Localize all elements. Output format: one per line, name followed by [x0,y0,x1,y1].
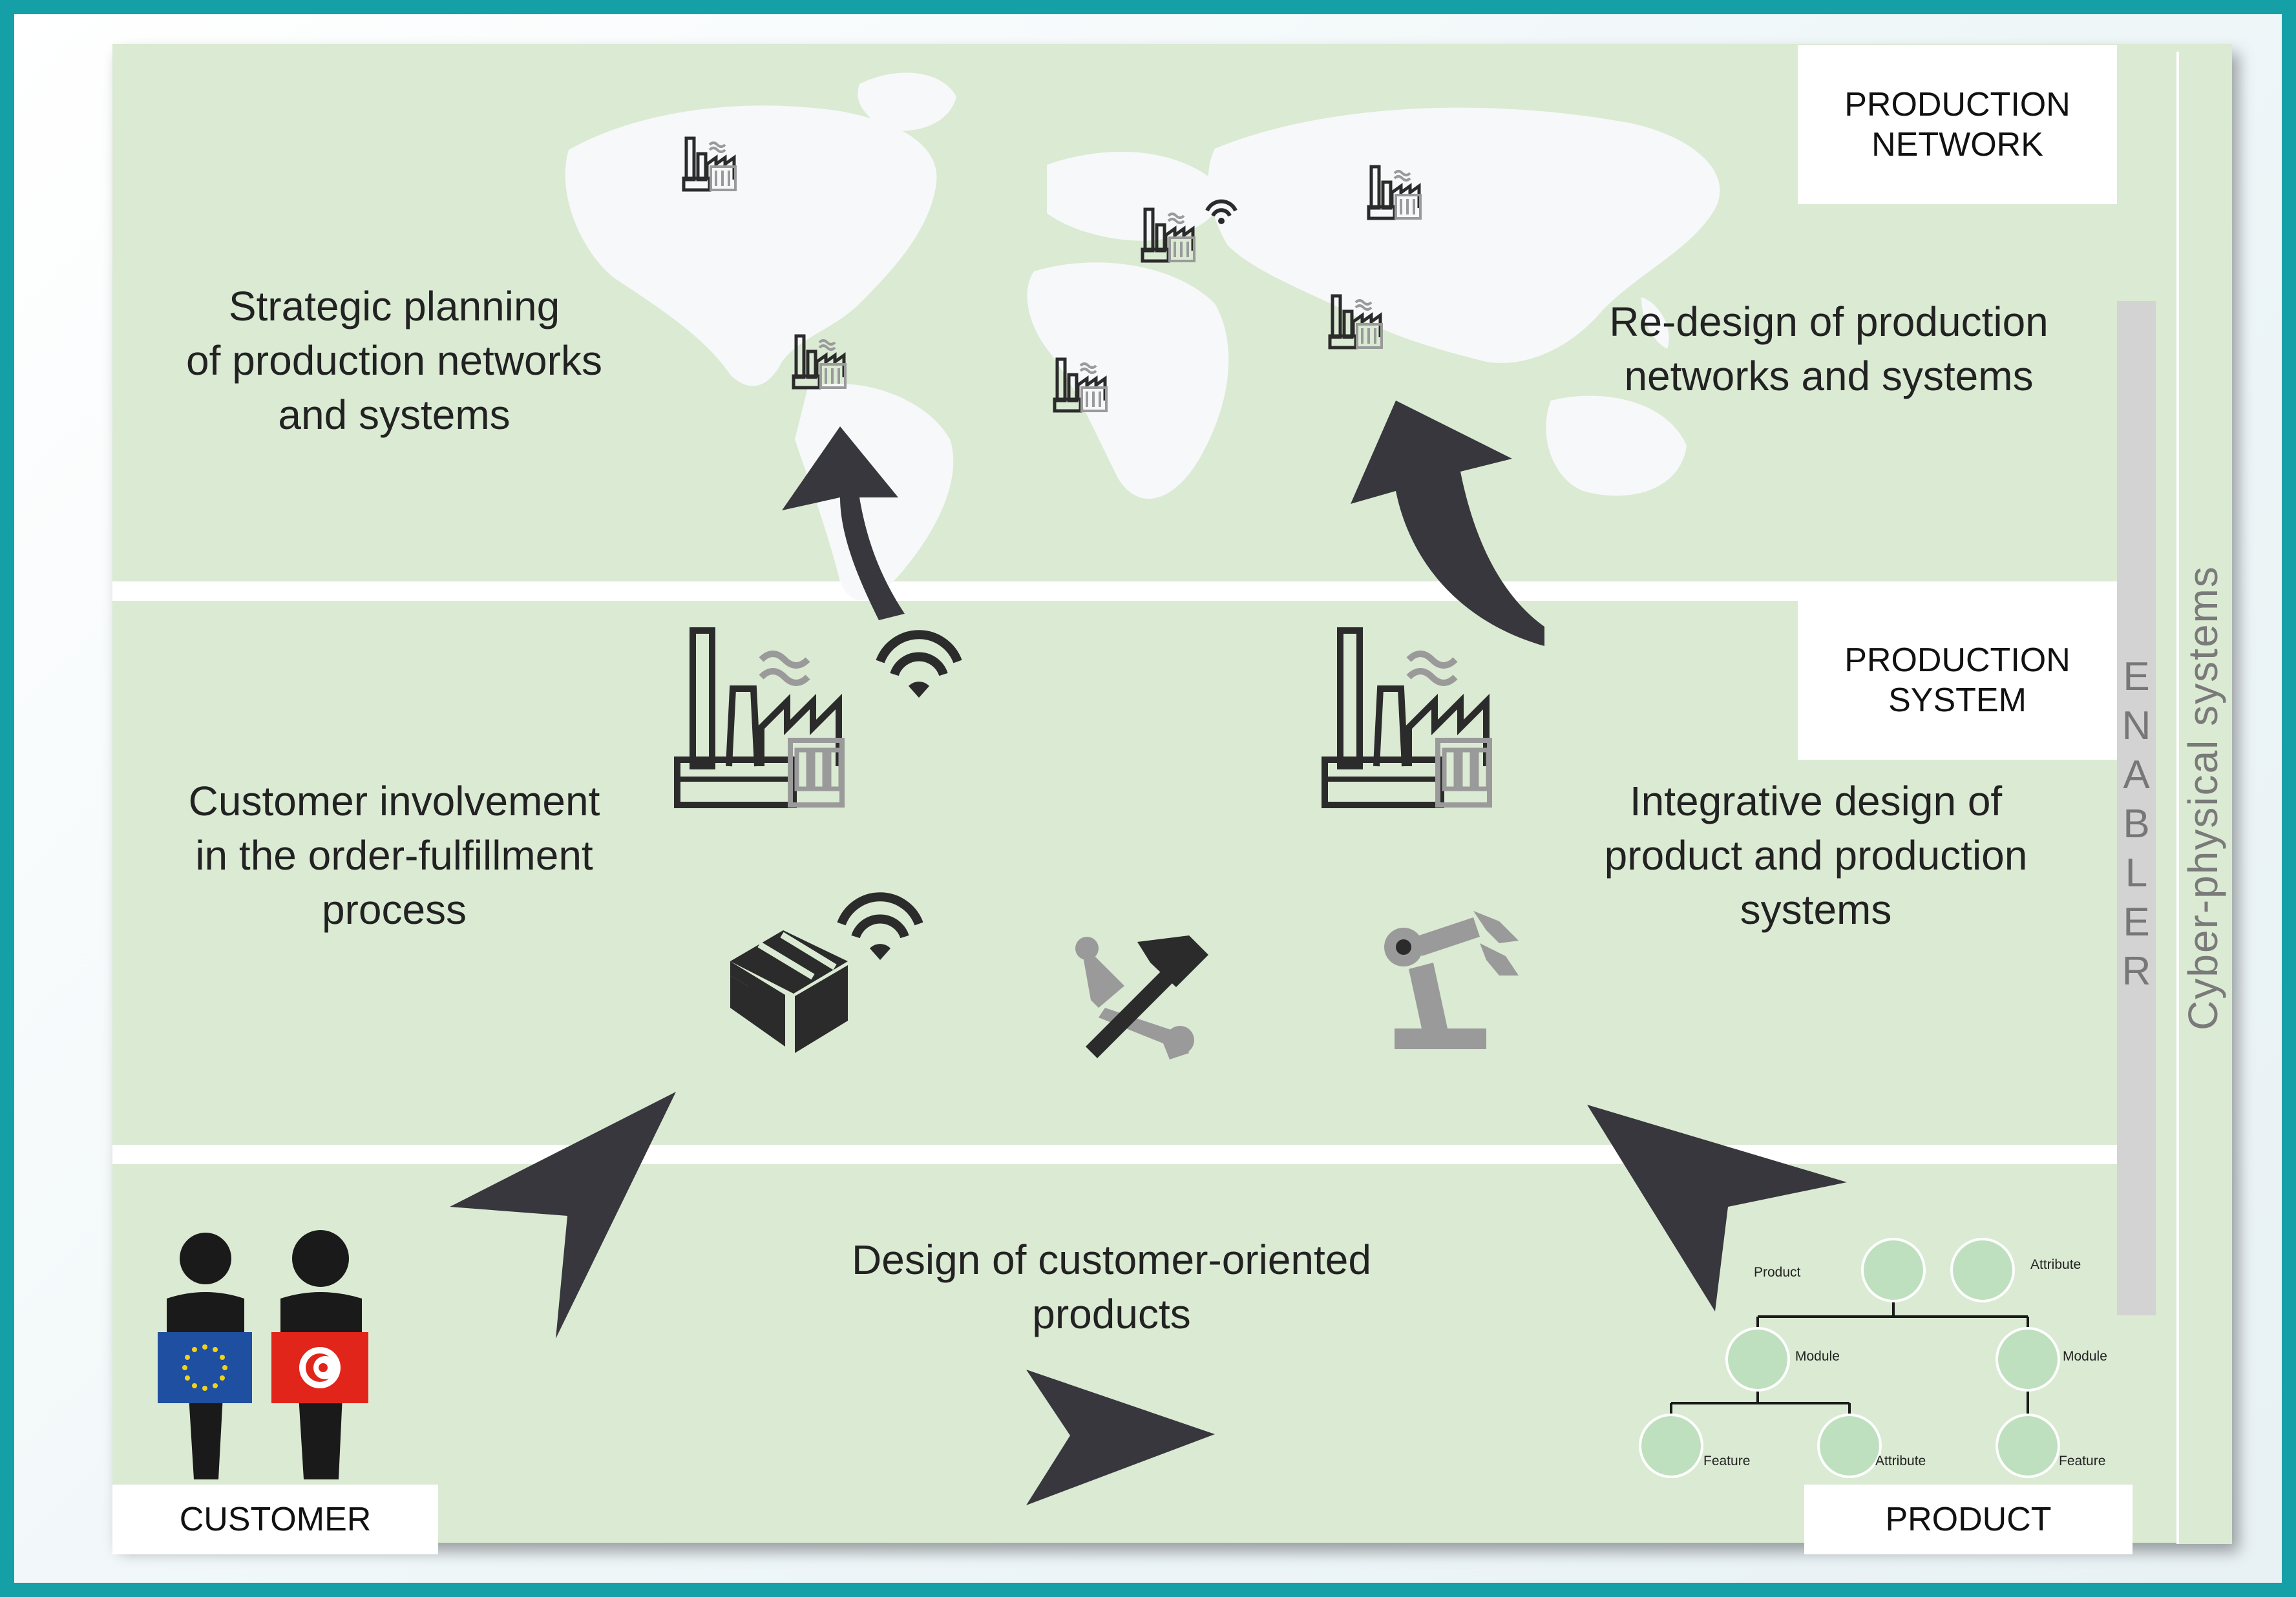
production-network-label: PRODUCTION NETWORK [1798,45,2117,204]
caption-redesign: Re-design of production networks and sys… [1564,295,2094,403]
tunisia-flag-icon [271,1332,368,1403]
enabler-label: E N A B L E R [2117,652,2156,996]
enabler-letter: R [2122,949,2151,994]
robot-arm-icon [1384,911,1519,1049]
enabler-letter: B [2123,802,2150,846]
arrow-product-to-system [1587,1105,1847,1311]
tree-label-feature-left: Feature [1703,1454,1750,1468]
arrow-up-right [1351,401,1544,646]
production-network-line: PRODUCTION [1844,86,2070,123]
caption-strategic-planning: Strategic planning of production network… [129,279,659,442]
enabler-letter: A [2123,753,2150,797]
factory-icon-south-america [794,336,845,388]
world-map [565,72,1720,600]
system-product-divider [112,1145,2118,1164]
caption-customer-involvement: Customer involvement in the order-fulfil… [129,774,659,937]
enabler-letter: E [2123,900,2150,945]
production-system-label: PRODUCTION SYSTEM [1798,601,2117,760]
arrow-customer-to-system [450,1092,676,1339]
caption-line: of production networks [186,337,602,384]
cyber-physical-strip [2176,52,2232,1544]
caption-line: in the order-fulfillment [195,832,593,879]
caption-line: and systems [278,391,511,438]
arrow-customer-to-product [1026,1370,1215,1505]
tree-label-attribute-top: Attribute [2030,1257,2081,1272]
caption-line: process [321,886,467,933]
caption-integrative-design: Integrative design of product and produc… [1551,774,2081,937]
tree-label-module-left: Module [1795,1349,1840,1364]
enabler-letter: L [2125,851,2148,895]
customer-label: CUSTOMER [112,1485,438,1554]
production-network-line: NETWORK [1871,126,2043,163]
product-label: PRODUCT [1804,1485,2133,1554]
eu-flag-icon [158,1332,252,1403]
network-system-divider [112,581,2118,601]
enabler-bar [2117,301,2156,1315]
caption-line: Customer involvement [188,778,600,824]
tree-label-product: Product [1754,1265,1801,1280]
production-system-line: SYSTEM [1888,682,2027,719]
tools-icon [1075,935,1208,1059]
factory-icon-customer-side [677,631,842,805]
production-system-line: PRODUCTION [1844,642,2070,679]
product-tree-nodes [1639,1238,2060,1478]
enabler-letter: N [2122,704,2151,748]
caption-customer-oriented: Design of customer-oriented products [801,1233,1422,1341]
product-tree [1670,1300,2029,1416]
enabler-letter: E [2123,654,2150,699]
tree-label-attribute-bottom: Attribute [1875,1454,1926,1468]
caption-line: Strategic planning [228,283,560,329]
factory-icon-product-side [1325,631,1490,805]
box-icon [730,930,848,1053]
caption-line: Re-design of production [1609,298,2048,345]
caption-line: networks and systems [1624,353,2034,399]
product-label-text: PRODUCT [1885,1501,2052,1538]
caption-line: Integrative design of [1629,778,2003,824]
caption-line: product and production [1604,832,2028,879]
caption-line: products [1032,1291,1191,1337]
arrow-up-left [782,426,905,620]
wifi-icon-box [841,897,919,960]
wifi-icon-factory [880,634,958,698]
caption-line: Design of customer-oriented [852,1237,1371,1283]
customer-label-text: CUSTOMER [179,1501,372,1538]
caption-line: systems [1740,886,1892,933]
tree-label-module-right: Module [2063,1349,2107,1364]
tree-label-feature-right: Feature [2059,1454,2105,1468]
